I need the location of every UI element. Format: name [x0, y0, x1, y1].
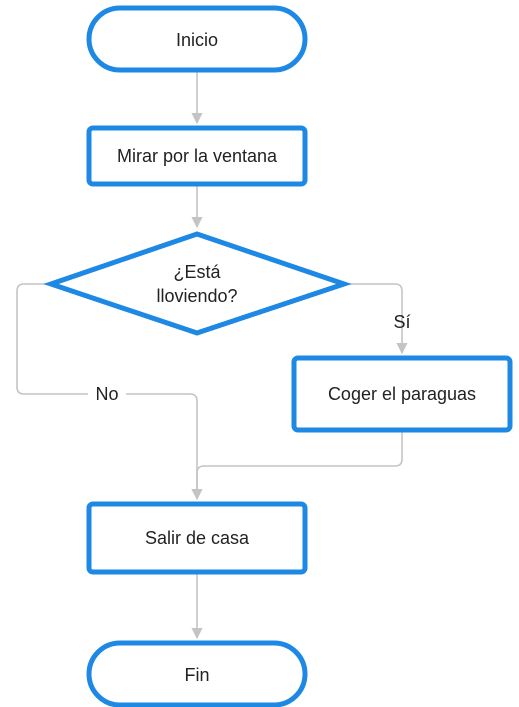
- no-label-bg: [88, 381, 126, 407]
- edge-decision-yes: [345, 283, 408, 355]
- decision-label-line1: ¿Está: [173, 262, 221, 282]
- decision-label-line2: lloviendo?: [156, 286, 237, 306]
- start-label: Inicio: [176, 30, 218, 50]
- node-decision: ¿Está lloviendo?: [43, 231, 352, 336]
- start-terminal-shape: [86, 5, 308, 73]
- edge-decision-no: [16, 283, 203, 501]
- leave-process-shape: [86, 501, 308, 575]
- node-leave: Salir de casa: [86, 501, 308, 575]
- edge-label-yes: Sí: [393, 312, 410, 332]
- edge-umbrella-to-leave: [191, 431, 403, 501]
- edges: [16, 72, 408, 640]
- end-terminal-shape: [86, 640, 308, 707]
- edge-label-no: No: [95, 384, 118, 404]
- umbrella-label: Coger el paraguas: [328, 384, 476, 404]
- look-window-process-shape: [86, 125, 308, 187]
- umbrella-process-shape: [291, 355, 513, 433]
- node-start: Inicio: [86, 5, 308, 73]
- node-look-window: Mirar por la ventana: [86, 125, 308, 187]
- node-end: Fin: [86, 640, 308, 707]
- decision-diamond-shape: [43, 231, 352, 336]
- end-label: Fin: [184, 665, 209, 685]
- node-umbrella: Coger el paraguas: [291, 355, 513, 433]
- look-window-label: Mirar por la ventana: [117, 146, 278, 166]
- leave-label: Salir de casa: [145, 528, 250, 548]
